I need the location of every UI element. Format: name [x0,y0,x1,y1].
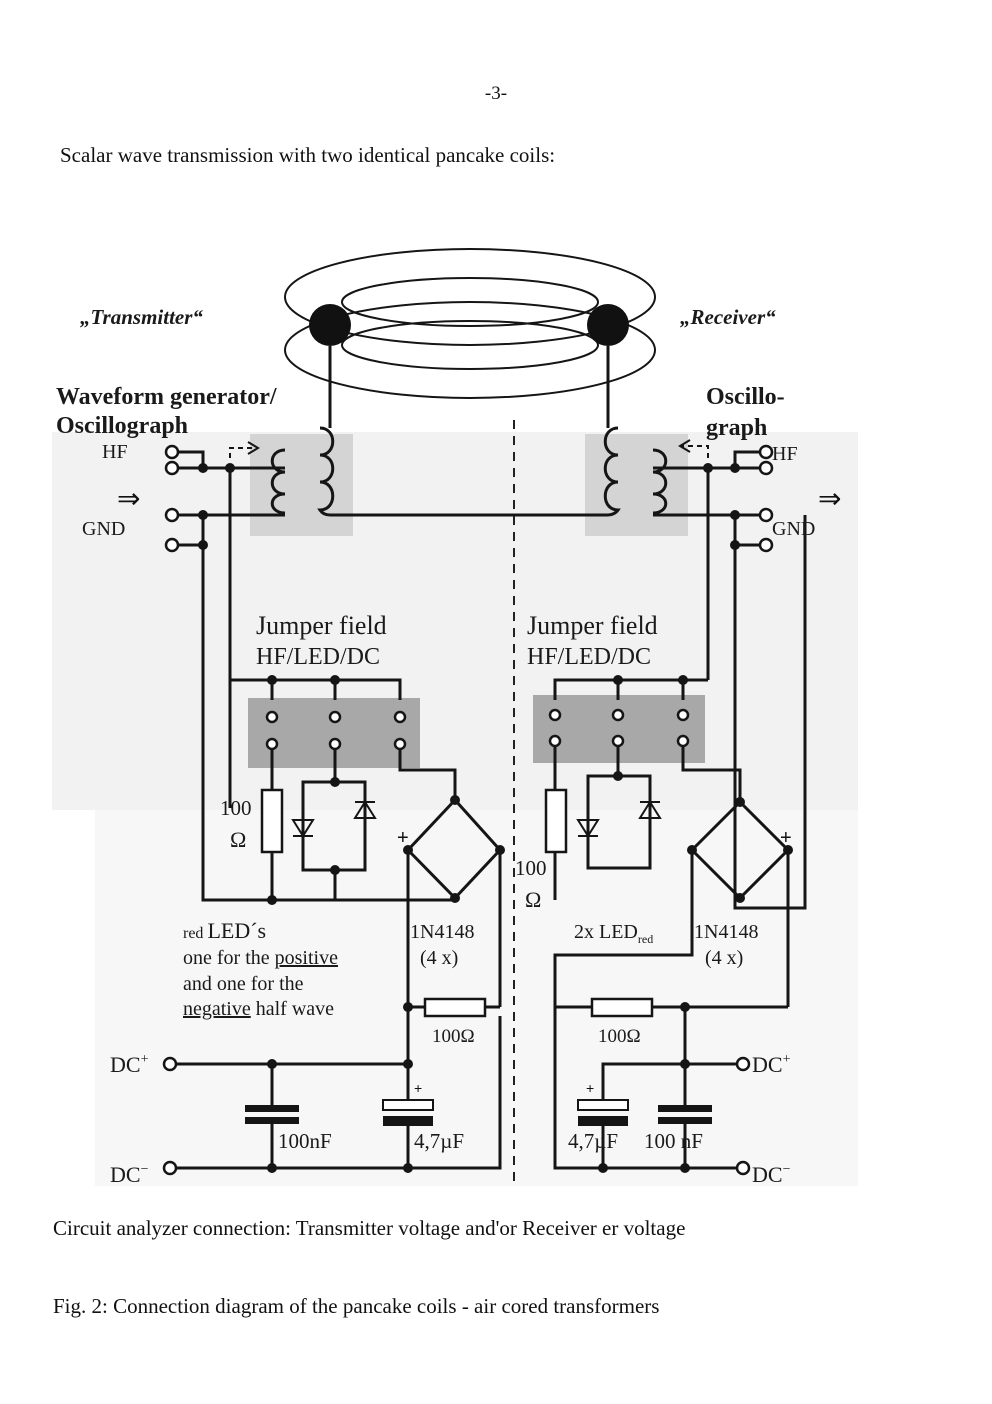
left-dc-minus-label: DC− [110,1162,149,1187]
right-jumper-label-line2: HF/LED/DC [527,644,651,670]
right-resistor-ohm: Ω [525,887,541,912]
left-supply-section [162,997,502,1176]
left-resistor-ohm: Ω [230,827,246,852]
resistor-100ohm-left [423,997,487,1018]
transmitter-label: „Transmitter“ [80,305,203,329]
red-leds-line2-a: one for the [183,947,275,969]
right-gnd-label: GND [772,518,815,540]
right-jumper-label-line1: Jumper field [527,611,658,640]
right-device-label-line2: graph [706,415,767,441]
resistor-100ohm-right [590,997,654,1018]
right-jumper-field [544,675,793,1007]
left-transformer [270,426,335,517]
two-led-sub: red [638,932,653,946]
left-diode-type: 1N4148 [410,921,474,943]
scan-background-upper [52,432,858,810]
red-leds-positive: positive [275,947,338,969]
left-jumper-label-line2: HF/LED/DC [256,644,380,670]
right-dc-plus-sup: + [783,1052,791,1067]
connection-caption: Circuit analyzer connection: Transmitter… [53,1216,686,1240]
page-number: -3- [484,83,508,104]
right-input-wiring [653,439,807,910]
left-gnd-label: GND [82,518,125,540]
right-bridge-plus: + [780,827,792,849]
red-leds-main: LED´s [207,918,266,943]
red-leds-line2: one for the positive [183,947,338,969]
right-cap-47uf-label: 4,7µF [568,1129,618,1153]
right-dc-plus-text: DC [752,1052,783,1077]
right-dc-minus-sup: − [783,1162,791,1177]
left-resistor-value: 100 [220,796,252,820]
left-dc-plus-label: DC+ [110,1052,149,1077]
resistor-100-left [260,788,284,854]
red-leds-line4: negative half wave [183,998,334,1020]
two-led-label: 2x LEDred [574,921,653,946]
left-dc-minus-sup: − [141,1162,149,1177]
right-transformer-shade [585,434,688,536]
left-series-resistor-label: 100Ω [432,1026,475,1047]
receiver-label: „Receiver“ [680,305,776,329]
right-cap-plus: + [586,1080,594,1096]
left-cap-100nf-label: 100nF [278,1129,332,1153]
left-bridge-plus: + [397,827,409,849]
left-cap-plus: + [414,1080,422,1096]
left-transformer-shade [250,434,353,536]
right-arrow-icon: ⇒ [818,483,841,514]
left-dc-plus-sup: + [141,1052,149,1067]
left-dc-minus-text: DC [110,1162,141,1187]
left-jumper-label-line1: Jumper field [256,611,387,640]
left-diode-count: (4 x) [420,947,458,969]
left-coil-terminal [309,304,351,346]
resistor-100-right [544,788,568,854]
right-coil-terminal [587,304,629,346]
right-transformer [603,426,668,517]
red-leds-line4-b: half wave [251,998,334,1020]
red-leds-line3: and one for the [183,973,304,995]
right-diode-type: 1N4148 [694,921,758,943]
red-leds-prefix: red [183,925,203,942]
right-hf-label: HF [772,443,798,465]
left-cap-47uf-label: 4,7µF [414,1129,464,1153]
left-arrow-icon: ⇒ [117,483,140,514]
left-device-label-line2: Oscillograph [56,413,188,439]
right-resistor-value: 100 [515,856,547,880]
right-dc-plus-label: DC+ [752,1052,791,1077]
pancake-coils [284,248,656,399]
left-device-label-line1: Waveform generator/ [56,384,277,410]
intro-text: Scalar wave transmission with two identi… [60,143,556,167]
left-jumper-field [230,675,505,1007]
right-series-resistor-label: 100Ω [598,1026,641,1047]
left-hf-label: HF [102,441,128,463]
left-input-wiring [164,441,455,902]
red-leds-negative: negative [183,998,251,1020]
two-led-main: 2x LED [574,921,638,943]
right-diode-count: (4 x) [705,947,743,969]
right-dc-minus-text: DC [752,1162,783,1187]
figure-caption: Fig. 2: Connection diagram of the pancak… [53,1294,660,1318]
right-cap-100nf-label: 100 nF [644,1129,703,1153]
right-dc-minus-label: DC− [752,1162,791,1187]
left-dc-plus-text: DC [110,1052,141,1077]
right-supply-section [553,997,788,1176]
right-device-label-line1: Oscillo- [706,384,785,410]
